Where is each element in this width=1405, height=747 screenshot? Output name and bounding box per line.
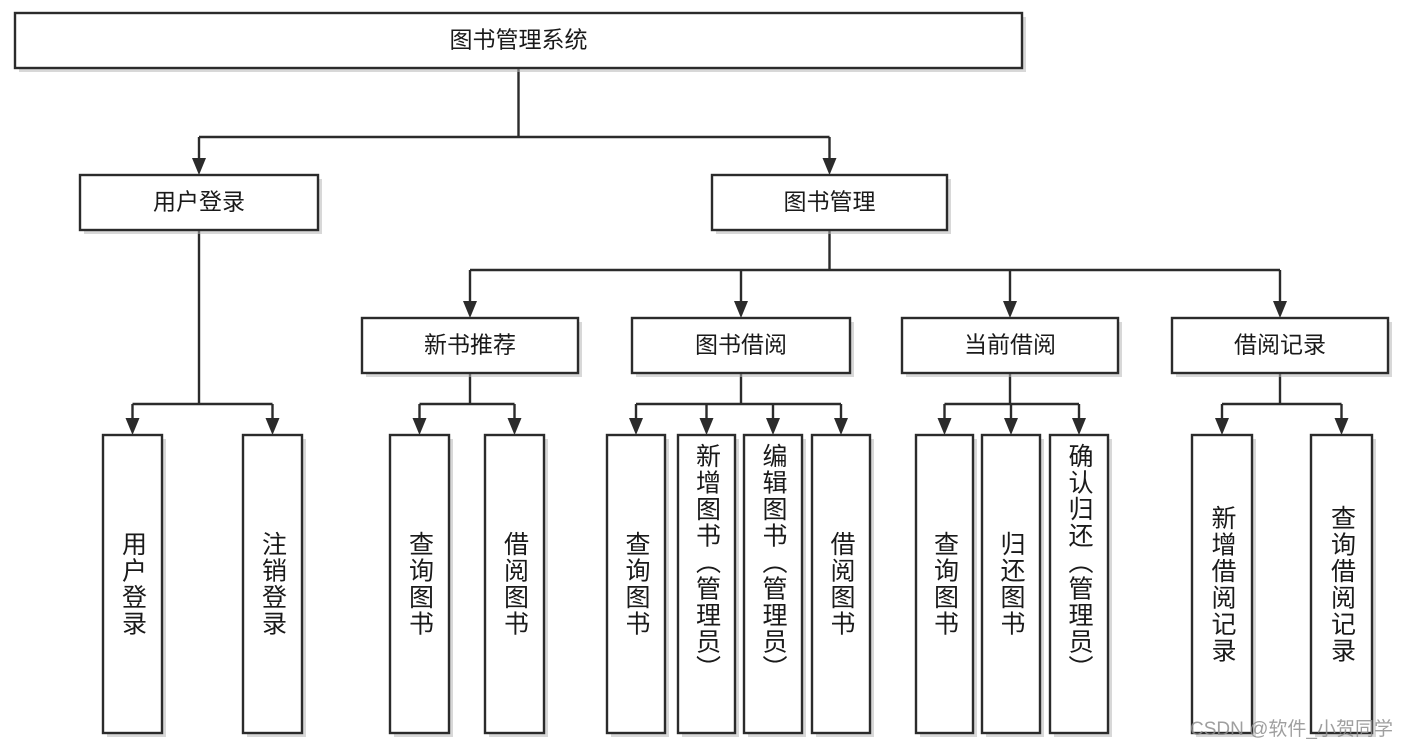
arrow-head xyxy=(734,301,748,318)
arrow-head xyxy=(1334,418,1349,435)
node-box-user-login[interactable] xyxy=(78,173,320,232)
node-label-book-borrow: 图书借阅 xyxy=(695,332,787,358)
node-box-leaf-query-book-borrow[interactable] xyxy=(605,433,667,735)
node-box-leaf-add-record[interactable] xyxy=(1190,433,1254,735)
arrow-head xyxy=(1004,418,1018,435)
node-label-user-login: 用户登录 xyxy=(153,189,245,215)
node-box-borrow-records[interactable] xyxy=(1170,316,1390,375)
node-label-borrow-records: 借阅记录 xyxy=(1234,332,1326,358)
node-label-new-book-recommend: 新书推荐 xyxy=(424,332,516,358)
node-box-leaf-borrow-book[interactable] xyxy=(810,433,872,735)
arrow-head xyxy=(265,418,280,435)
arrow-head xyxy=(463,301,477,318)
arrow-head xyxy=(1273,301,1287,318)
node-box-leaf-edit-book[interactable] xyxy=(742,433,804,735)
arrow-head xyxy=(822,158,837,175)
arrow-head xyxy=(834,418,848,435)
connector-layer xyxy=(125,68,1349,435)
arrow-head xyxy=(192,158,206,175)
node-label-root: 图书管理系统 xyxy=(450,27,588,53)
arrow-head xyxy=(507,418,522,435)
node-box-leaf-user-login[interactable] xyxy=(101,433,164,735)
arrow-head xyxy=(412,418,427,435)
node-box-root[interactable] xyxy=(13,11,1024,70)
arrow-head xyxy=(629,418,643,435)
arrow-head xyxy=(699,418,714,435)
node-box-new-book-recommend[interactable] xyxy=(360,316,580,375)
node-box-book-management[interactable] xyxy=(710,173,949,232)
arrow-head xyxy=(1003,301,1017,318)
node-box-leaf-query-record[interactable] xyxy=(1309,433,1374,735)
node-layer xyxy=(13,11,1392,737)
node-label-book-management: 图书管理 xyxy=(784,189,876,215)
node-box-leaf-logout[interactable] xyxy=(241,433,304,735)
arrow-head xyxy=(766,418,780,435)
watermark-text: CSDN @软件_小贺同学 xyxy=(1190,719,1393,740)
node-box-leaf-confirm-return[interactable] xyxy=(1048,433,1110,735)
arrow-head xyxy=(937,418,952,435)
node-box-leaf-query-book-rec[interactable] xyxy=(388,433,451,735)
arrow-head xyxy=(125,418,140,435)
node-box-leaf-add-book[interactable] xyxy=(676,433,737,735)
node-box-leaf-query-book-cur[interactable] xyxy=(914,433,975,735)
arrow-head xyxy=(1215,418,1229,435)
node-label-current-borrow: 当前借阅 xyxy=(964,332,1056,358)
node-box-leaf-borrow-book-rec[interactable] xyxy=(483,433,546,735)
node-box-leaf-return-book[interactable] xyxy=(980,433,1042,735)
arrow-head xyxy=(1072,418,1086,435)
node-box-current-borrow[interactable] xyxy=(900,316,1120,375)
node-box-book-borrow[interactable] xyxy=(630,316,852,375)
